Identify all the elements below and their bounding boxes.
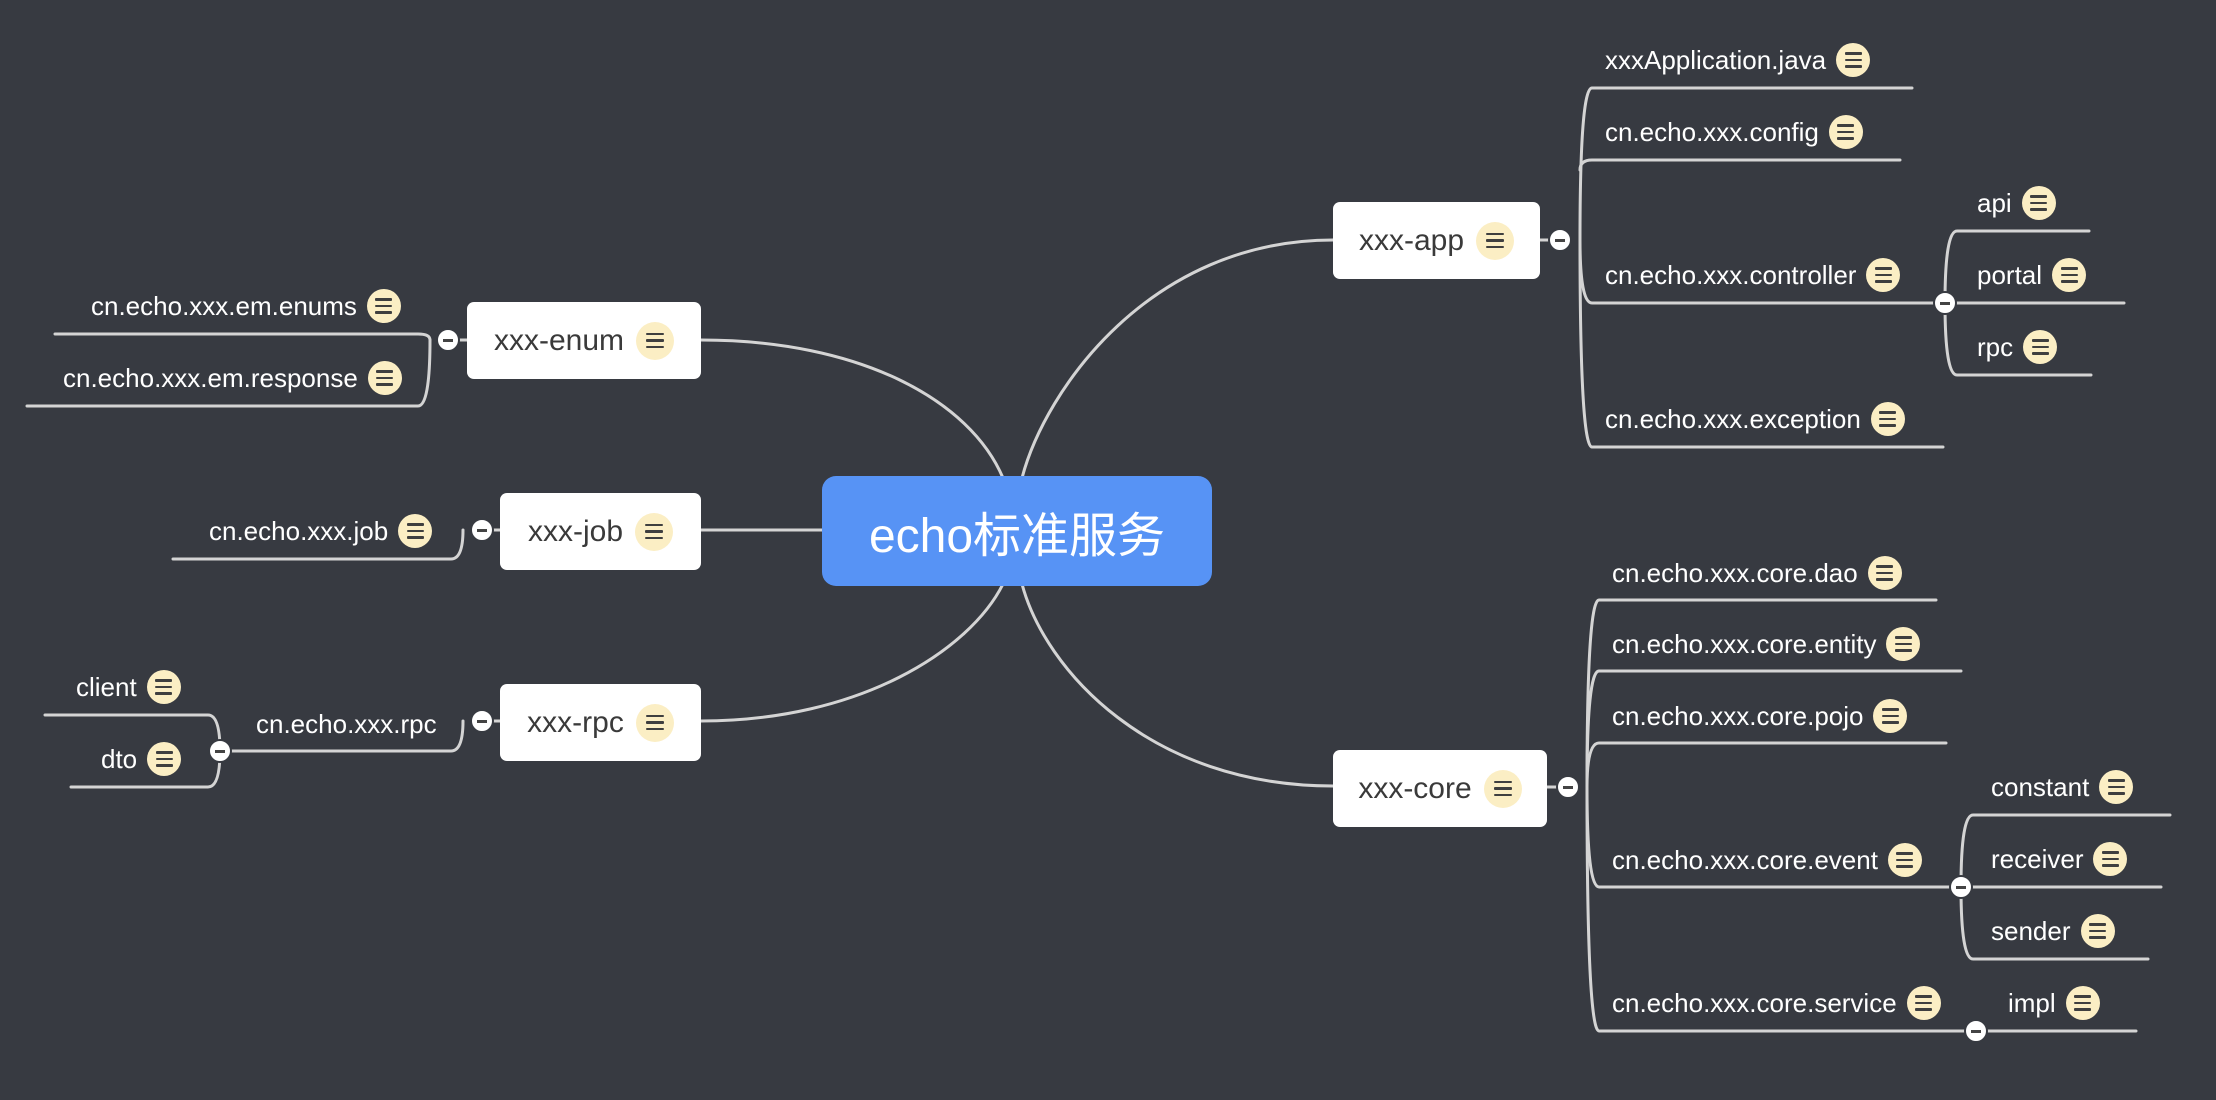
note-icon[interactable]: [1476, 221, 1515, 260]
subtopic-label: cn.echo.xxx.job: [209, 515, 389, 546]
subtopic-label: cn.echo.xxx.em.enums: [91, 290, 357, 321]
subtopic-impl[interactable]: impl: [2008, 983, 2100, 1023]
note-icon[interactable]: [636, 321, 675, 360]
note-icon[interactable]: [1887, 843, 1922, 877]
note-icon[interactable]: [366, 289, 401, 323]
note-icon[interactable]: [2093, 842, 2128, 876]
subtopic-dto[interactable]: dto: [101, 739, 182, 779]
collapse-toggle-controller[interactable]: [1933, 291, 1957, 315]
subtopic-exception[interactable]: cn.echo.xxx.exception: [1605, 399, 1905, 439]
subtopic-em-enums[interactable]: cn.echo.xxx.em.enums: [91, 286, 401, 326]
subtopic-label: impl: [2008, 987, 2056, 1018]
subtopic-pojo[interactable]: cn.echo.xxx.core.pojo: [1612, 696, 1908, 736]
topic-xxx-rpc[interactable]: xxx-rpc: [500, 684, 701, 761]
subtopic-label: cn.echo.xxx.core.service: [1612, 987, 1897, 1018]
collapse-toggle-rpc-package[interactable]: [208, 739, 232, 763]
subtopic-label: cn.echo.xxx.exception: [1605, 403, 1861, 434]
subtopic-portal[interactable]: portal: [1977, 255, 2087, 295]
topic-xxx-enum[interactable]: xxx-enum: [467, 302, 701, 379]
note-icon[interactable]: [367, 361, 402, 395]
subtopic-rpc[interactable]: rpc: [1977, 327, 2058, 367]
collapse-toggle-core[interactable]: [1556, 775, 1580, 799]
subtopic-label: api: [1977, 187, 2012, 218]
topic-xxx-core[interactable]: xxx-core: [1333, 750, 1547, 827]
subtopic-label: constant: [1991, 771, 2090, 802]
topic-label: xxx-job: [527, 514, 624, 548]
subtopic-label: dto: [101, 743, 138, 774]
note-icon[interactable]: [2021, 186, 2056, 220]
subtopic-label: cn.echo.xxx.em.response: [63, 362, 358, 393]
subtopic-label: cn.echo.xxx.core.pojo: [1612, 700, 1864, 731]
note-icon[interactable]: [2023, 330, 2058, 364]
link-root-enum: [699, 338, 1005, 480]
note-icon[interactable]: [398, 514, 433, 548]
central-topic[interactable]: echo标准服务: [822, 476, 1212, 586]
collapse-toggle-rpc[interactable]: [470, 709, 494, 733]
note-icon[interactable]: [1886, 627, 1921, 661]
note-icon[interactable]: [1836, 43, 1871, 77]
subtopic-label: rpc: [1977, 331, 2014, 362]
note-icon[interactable]: [2052, 258, 2087, 292]
note-icon[interactable]: [1483, 769, 1522, 808]
topic-label: xxx-rpc: [527, 705, 624, 739]
note-icon[interactable]: [1906, 986, 1941, 1020]
subtopic-label: xxxApplication.java: [1605, 44, 1827, 75]
collapse-toggle-job[interactable]: [470, 518, 494, 542]
subtopic-job[interactable]: cn.echo.xxx.job: [209, 511, 433, 551]
subtopic-entity[interactable]: cn.echo.xxx.core.entity: [1612, 624, 1921, 664]
subtopic-application[interactable]: xxxApplication.java: [1605, 40, 1871, 80]
subtopic-event[interactable]: cn.echo.xxx.core.event: [1612, 840, 1922, 880]
collapse-toggle-event[interactable]: [1949, 875, 1973, 899]
topic-xxx-app[interactable]: xxx-app: [1333, 202, 1540, 279]
note-icon[interactable]: [146, 670, 181, 704]
topic-label: xxx-app: [1358, 223, 1465, 257]
collapse-toggle-service[interactable]: [1964, 1019, 1988, 1043]
note-icon[interactable]: [635, 512, 674, 551]
subtopic-label: cn.echo.xxx.core.dao: [1612, 557, 1858, 588]
note-icon[interactable]: [147, 742, 182, 776]
subtopic-sender[interactable]: sender: [1991, 911, 2115, 951]
subtopic-rpc-package[interactable]: cn.echo.xxx.rpc: [256, 704, 437, 744]
subtopic-label: cn.echo.xxx.core.entity: [1612, 628, 1877, 659]
note-icon[interactable]: [1867, 556, 1902, 590]
subtopic-label: portal: [1977, 259, 2043, 290]
subtopic-client[interactable]: client: [76, 667, 181, 707]
subtopic-receiver[interactable]: receiver: [1991, 839, 2128, 879]
central-topic-label: echo标准服务: [868, 510, 1166, 563]
link-root-core: [1020, 582, 1335, 788]
subtopic-config[interactable]: cn.echo.xxx.config: [1605, 112, 1863, 152]
subtopic-constant[interactable]: constant: [1991, 767, 2134, 807]
topic-label: xxx-enum: [493, 323, 625, 357]
note-icon[interactable]: [2080, 914, 2115, 948]
link-root-rpc: [699, 582, 1005, 723]
subtopic-label: cn.echo.xxx.rpc: [256, 708, 437, 739]
collapse-toggle-enum[interactable]: [436, 328, 460, 352]
note-icon[interactable]: [1828, 115, 1863, 149]
note-icon[interactable]: [1870, 402, 1905, 436]
subtopic-label: client: [76, 671, 137, 702]
note-icon[interactable]: [2065, 986, 2100, 1020]
subtopic-em-response[interactable]: cn.echo.xxx.em.response: [63, 358, 402, 398]
subtopic-label: cn.echo.xxx.config: [1605, 116, 1819, 147]
note-icon[interactable]: [635, 703, 674, 742]
subtopic-dao[interactable]: cn.echo.xxx.core.dao: [1612, 553, 1902, 593]
note-icon[interactable]: [1866, 258, 1901, 292]
note-icon[interactable]: [2099, 770, 2134, 804]
subtopic-label: cn.echo.xxx.controller: [1605, 259, 1857, 290]
topic-xxx-job[interactable]: xxx-job: [500, 493, 701, 570]
subtopic-label: sender: [1991, 915, 2071, 946]
link-root-app: [1020, 238, 1335, 480]
subtopic-label: cn.echo.xxx.core.event: [1612, 844, 1878, 875]
subtopic-controller[interactable]: cn.echo.xxx.controller: [1605, 255, 1901, 295]
subtopic-service[interactable]: cn.echo.xxx.core.service: [1612, 983, 1941, 1023]
subtopic-api[interactable]: api: [1977, 183, 2056, 223]
subtopic-label: receiver: [1991, 843, 2084, 874]
note-icon[interactable]: [1873, 699, 1908, 733]
collapse-toggle-app[interactable]: [1548, 228, 1572, 252]
topic-label: xxx-core: [1358, 771, 1472, 805]
